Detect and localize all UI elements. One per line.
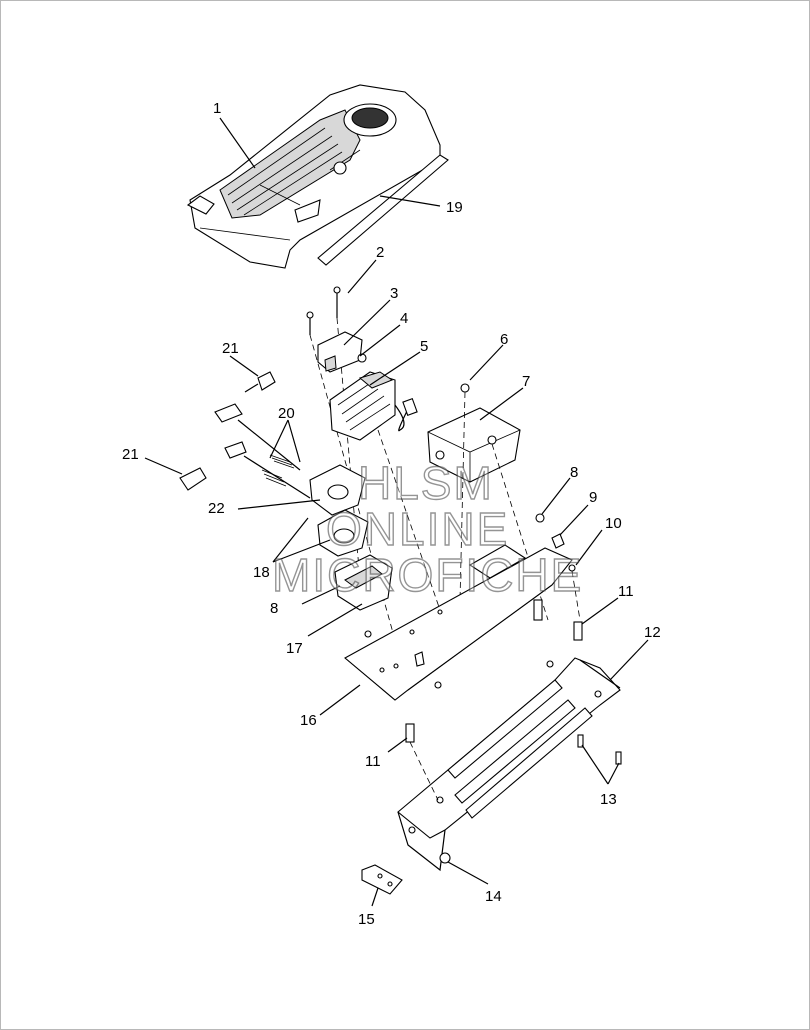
callout-20: 20 <box>278 405 295 422</box>
callout-15: 15 <box>358 911 375 928</box>
callout-5: 5 <box>420 338 428 355</box>
callout-6: 6 <box>500 331 508 348</box>
callout-9: 9 <box>589 489 597 506</box>
callout-10: 10 <box>605 515 622 532</box>
callout-4: 4 <box>400 310 408 327</box>
callout-13: 13 <box>600 791 617 808</box>
trim-strip-part <box>317 154 449 266</box>
bottom-hardware <box>361 734 622 895</box>
callout-12: 12 <box>644 624 661 641</box>
callout-11-left: 11 <box>365 753 381 770</box>
callout-2: 2 <box>376 244 384 261</box>
mounting-plate-part <box>344 544 573 701</box>
callout-17: 17 <box>286 640 303 657</box>
callout-8-left: 8 <box>270 600 278 617</box>
callout-7: 7 <box>522 373 530 390</box>
console-cover-part <box>186 84 441 269</box>
spark-plug-leads <box>179 371 311 499</box>
callout-21-top: 21 <box>222 340 239 357</box>
right-hardware <box>533 513 581 621</box>
callout-19: 19 <box>446 199 463 216</box>
lower-tray-part <box>397 621 621 872</box>
callout-3: 3 <box>390 285 398 302</box>
watermark-line-1: HLSM <box>357 456 494 509</box>
callout-11-right: 11 <box>618 583 634 600</box>
callout-1: 1 <box>213 100 221 117</box>
callout-21-left: 21 <box>122 446 139 463</box>
watermark-line-3: MICROFICHE <box>271 548 584 601</box>
callout-22: 22 <box>208 500 225 517</box>
watermark-line-2: ONLINE <box>325 502 510 555</box>
leader-lines <box>144 117 649 907</box>
callout-labels: 1 2 3 4 5 6 7 8 8 9 10 11 11 12 13 14 15… <box>122 100 661 928</box>
callout-8-right: 8 <box>570 464 578 481</box>
callout-16: 16 <box>300 712 317 729</box>
callout-18: 18 <box>253 564 270 581</box>
ignition-coils <box>309 464 393 638</box>
callout-14: 14 <box>485 888 502 905</box>
